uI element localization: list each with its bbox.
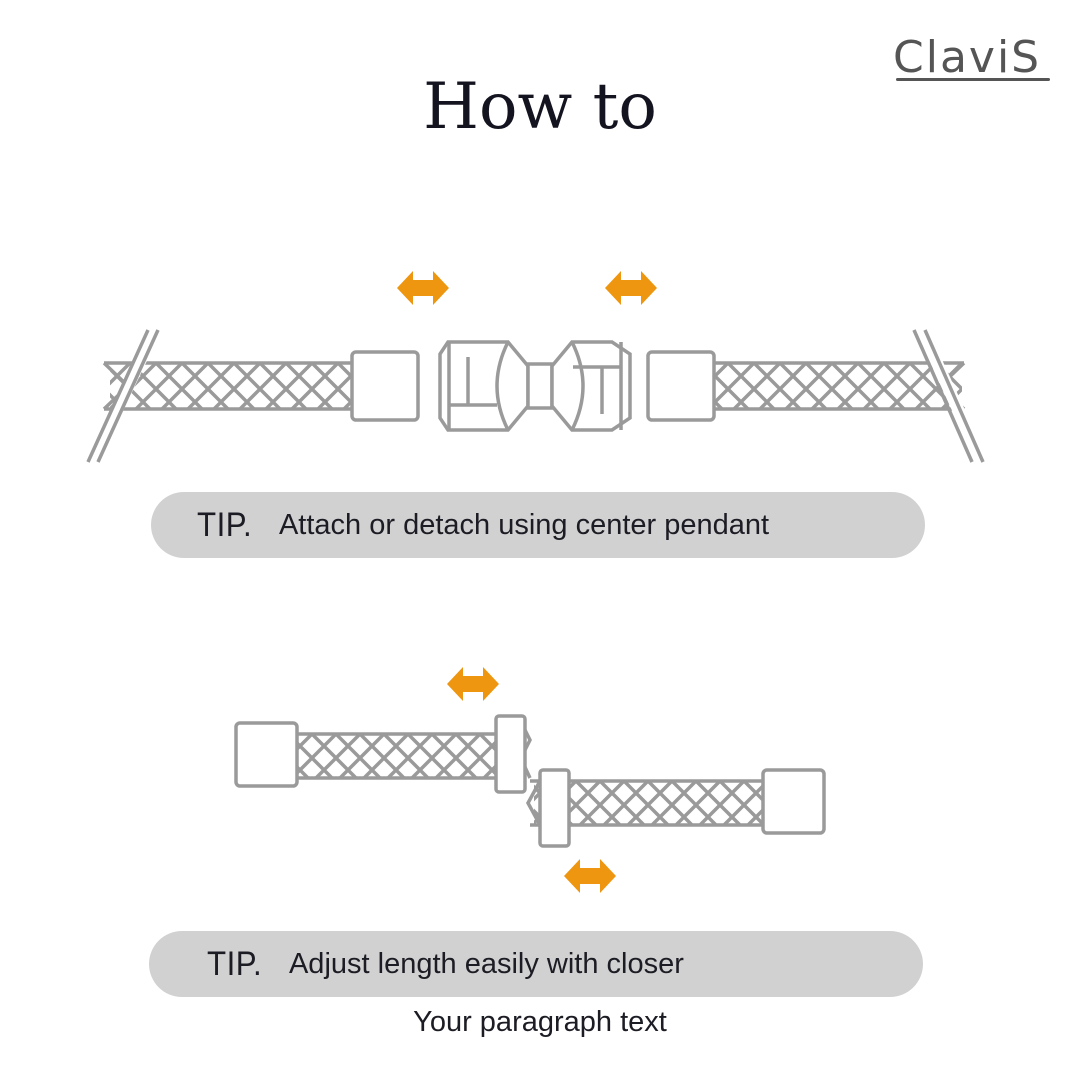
tip-text: Attach or detach using center pendant (278, 508, 770, 541)
brand-logo: ClaviS (893, 32, 1042, 83)
logo-underline (896, 78, 1050, 81)
left-chain-band (86, 327, 420, 465)
right-chain-band (646, 327, 988, 465)
double-arrow-icon (564, 859, 616, 893)
tip-label: TIP. (197, 505, 253, 544)
double-arrow-icon (605, 271, 657, 305)
adjust-length-chain (234, 714, 826, 848)
center-pendant (438, 340, 632, 432)
paragraph-text: Your paragraph text (413, 1006, 667, 1038)
double-arrow-icon (397, 271, 449, 305)
double-arrow-icon (447, 667, 499, 701)
tip-label: TIP. (207, 944, 263, 983)
tip-banner-detach: TIP. Attach or detach using center penda… (151, 492, 925, 558)
tip-banner-adjust: TIP. Adjust length easily with closer (149, 931, 923, 997)
tip-text: Adjust length easily with closer (288, 947, 684, 980)
page-title: How to (423, 70, 657, 144)
